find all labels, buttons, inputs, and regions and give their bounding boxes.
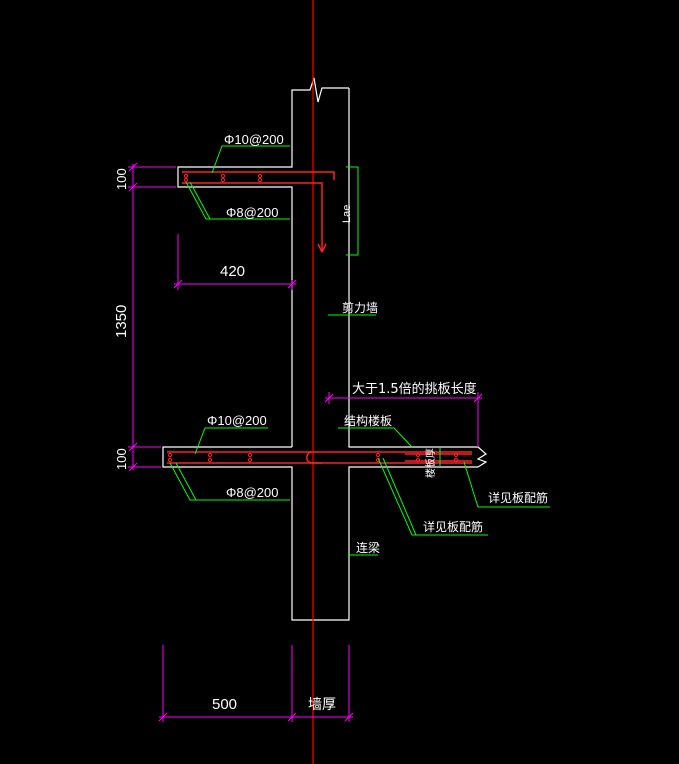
label-shear-wall: 剪力墙: [342, 300, 378, 315]
rebar-dot: [453, 452, 459, 458]
vdim-tick: [128, 162, 138, 172]
rebar-dot: [247, 452, 253, 458]
bottom-slab-hook: [306, 451, 322, 464]
label-slab-thickness: 楼板厚: [424, 448, 437, 478]
leader-bottom-lower-bar: [169, 462, 290, 501]
wall-left-outline: [177, 92, 293, 286]
bdim-tick: [158, 712, 168, 722]
label-see-slab-rebar-right: 详见板配筋: [488, 490, 548, 505]
leader-top-lower-bar: [185, 181, 290, 220]
vdim-tick: [128, 462, 138, 472]
rebar-dots: [167, 173, 459, 463]
rebar-dot: [415, 457, 421, 463]
lower-slab-left: [162, 446, 478, 621]
label-top-lower-bar: Φ8@200: [226, 205, 279, 220]
label-floor-slab: 结构楼板: [344, 413, 392, 428]
rebar-dot: [375, 452, 381, 458]
dim-420-tick: [287, 279, 297, 289]
wall-break-top: [291, 77, 349, 103]
label-layer: Φ10@200 Φ8@200 Lae 420 剪力墙 大于1.5倍的挑板长度 结…: [113, 132, 548, 713]
vdim-tick: [128, 182, 138, 192]
rebar-dot: [257, 177, 263, 183]
dimension-layer: [128, 162, 483, 722]
wall-right-outline: [348, 88, 478, 448]
dim-middle: 1350: [113, 305, 130, 338]
label-see-slab-rebar-mid: 详见板配筋: [423, 519, 483, 534]
label-top-upper-bar: Φ10@200: [224, 132, 284, 147]
dim-long-tick: [473, 393, 483, 403]
rebar-dot: [207, 452, 213, 458]
label-wall-thickness: 墙厚: [308, 697, 336, 713]
rebar-dot: [167, 452, 173, 458]
leader-detail-mid-2: [382, 457, 417, 536]
leader-top-lower-bar-2: [189, 181, 211, 220]
leader-bottom-upper-bar: [194, 427, 268, 455]
label-bottom-lower-bar: Φ8@200: [226, 485, 279, 500]
rebar-dot: [257, 173, 263, 179]
leader-detail-right: [463, 461, 550, 508]
label-bottom-width: 500: [212, 696, 237, 713]
rebar-dot: [183, 173, 189, 179]
label-top-width: 420: [220, 263, 245, 280]
bdim-tick: [287, 712, 297, 722]
leader-layer: [169, 145, 550, 556]
rebar-dot: [183, 177, 189, 183]
vdim-tick: [128, 442, 138, 452]
leader-anchor: [346, 166, 359, 256]
leader-detail-mid: [377, 457, 488, 536]
dim-long-tick: [324, 393, 334, 403]
top-slab-upper-bar: [182, 171, 335, 180]
structure-outline: [162, 77, 488, 621]
rebar-layer: [167, 171, 472, 464]
leader-top-upper-bar: [211, 145, 290, 174]
label-anchorage: Lae: [341, 205, 353, 223]
rebar-dot: [453, 457, 459, 463]
leader-bottom-lower-bar-2: [175, 462, 197, 501]
dim-top-slab: 100: [114, 168, 129, 190]
rebar-dot: [167, 457, 173, 463]
rebar-dot: [207, 457, 213, 463]
label-bottom-upper-bar: Φ10@200: [207, 413, 267, 428]
dim-bottom-slab: 100: [114, 448, 129, 470]
rebar-dot: [220, 177, 226, 183]
label-longer-than: 大于1.5倍的挑板长度: [352, 381, 477, 397]
leader-floor-slab: [338, 427, 413, 448]
rebar-dot: [220, 173, 226, 179]
bdim-tick: [344, 712, 354, 722]
slab-break-right: [476, 446, 488, 468]
rebar-dot: [415, 452, 421, 458]
anchor-arrow-left: [317, 243, 323, 253]
rebar-dot: [247, 457, 253, 463]
label-coupling-beam: 连梁: [356, 540, 380, 555]
top-slab-lower-bar: [182, 182, 323, 252]
dim-420-tick: [173, 279, 183, 289]
anchor-arrow-right: [321, 243, 327, 253]
